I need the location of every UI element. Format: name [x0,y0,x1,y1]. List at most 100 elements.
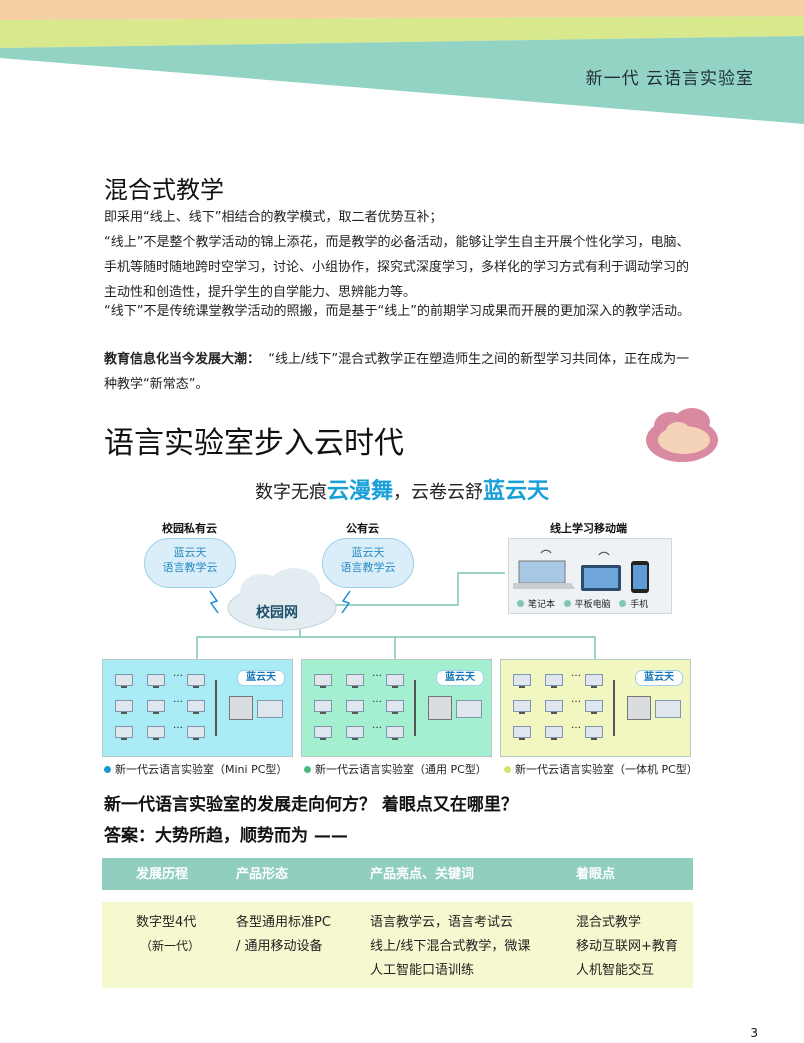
private-cloud-bubble: 蓝云天 语言教学云 [144,538,236,588]
lab-caption-3-text: 新一代云语言实验室（一体机 PC型） [515,763,698,776]
pc-icon [513,674,531,688]
pc-icon [147,726,165,740]
table-cell-focus-3: 人机智能交互 [576,963,655,978]
teacher-monitor-icon [456,700,482,718]
table-cell-focus-1: 混合式教学 [576,915,642,930]
cloud-decoration-icon [646,408,718,462]
pc-icon [386,726,404,740]
table-cell-stage: 数字型4代 [136,915,197,930]
lab-badge: 蓝云天 [436,670,484,686]
public-cloud-bubble-line2: 语言教学云 [340,561,396,574]
tagline-highlight-1: 云漫舞 [326,479,393,504]
question-heading: 新一代语言实验室的发展走向何方？ 着眼点又在哪里？ [104,795,518,815]
public-cloud-bubble-line1: 蓝云天 [351,546,385,559]
lab-ellipsis: … [173,694,183,705]
pc-icon [513,700,531,714]
paragraph-4: 教育信息化当今发展大潮： “线上/线下”混合式教学正在塑造师生之间的新型学习共同… [104,347,696,397]
lab-all-in-one-pc: 蓝云天 … … … [500,659,691,757]
table-header-stage: 发展历程 [136,867,189,882]
pc-icon [346,674,364,688]
private-cloud-bubble-line1: 蓝云天 [173,546,207,559]
pc-icon [187,674,205,688]
tagline-highlight-2: 蓝云天 [483,479,550,504]
lab-ellipsis: … [571,720,581,731]
pc-icon [314,674,332,688]
pc-icon [187,700,205,714]
public-cloud-bubble: 蓝云天 语言教学云 [322,538,414,588]
pc-icon [585,674,603,688]
public-cloud-label: 公有云 [346,522,379,535]
lab-ellipsis: … [173,720,183,731]
lab-bus-line [414,680,416,736]
device-dot-icon [563,600,571,607]
campus-network-label: 校园网 [256,605,298,621]
device-phone-label: 手机 [630,600,649,610]
page-number: 3 [750,1026,758,1040]
teacher-monitor-icon [655,700,681,718]
paragraph-4-bold: 教育信息化当今发展大潮： [104,352,261,367]
pc-icon [346,726,364,740]
pc-icon [386,674,404,688]
paragraph-4-rest: “线上/线下”混合式教学正在塑造师生之间的新型学习共同体，正在成为一种教学“新常… [104,352,690,392]
section-heading-cloud-era: 语言实验室步入云时代 [104,426,404,461]
lab-badge: 蓝云天 [237,670,285,686]
private-cloud-label: 校园私有云 [162,522,217,535]
device-legend: 笔记本 平板电脑 手机 [517,597,667,610]
table-cell-stage-sub: （新一代） [140,939,201,953]
table-header-form: 产品形态 [236,867,289,882]
paragraph-3: “线下”不是传统课堂教学活动的照搬，而是基于“线上”的前期学习成果而开展的更加深… [104,304,690,319]
lab-bus-line [215,680,217,736]
section-heading-blended-teaching: 混合式教学 [104,176,224,204]
teacher-station-icon [428,696,452,720]
tagline-part-1: 数字无痕 [254,482,327,503]
table-row [102,902,693,988]
lab-ellipsis: … [372,694,382,705]
caption-dot-icon [104,766,111,773]
pc-icon [346,700,364,714]
pc-icon [147,700,165,714]
private-cloud-bubble-line2: 语言教学云 [162,561,218,574]
table-cell-highlights-1: 语言教学云，语言考试云 [370,915,514,930]
table-cell-focus-2: 移动互联网+教育 [576,939,678,954]
teacher-station-icon [627,696,651,720]
mobile-terminal-label: 线上学习移动端 [550,522,627,535]
mobile-devices-box: 笔记本 平板电脑 手机 [508,538,672,614]
caption-dot-icon [504,766,511,773]
table-header-row [102,858,693,890]
teacher-station-icon [229,696,253,720]
lab-mini-pc: 蓝云天 … … … [102,659,293,757]
lab-caption-2: 新一代云语言实验室（通用 PC型） [304,761,487,777]
table-cell-form-1: 各型通用标准PC [236,915,331,930]
header-title: 新一代 云语言实验室 [585,69,754,89]
caption-dot-icon [304,766,311,773]
lab-ellipsis: … [571,668,581,679]
table-cell-form-2: / 通用移动设备 [236,939,323,954]
lab-standard-pc: 蓝云天 … … … [301,659,492,757]
table-cell-highlights-3: 人工智能口语训练 [370,963,475,978]
header-decoration [0,0,804,124]
table-header-highlights: 产品亮点、关键词 [370,867,475,882]
paragraph-1: 即采用“线上、线下”相结合的教学模式，取二者优势互补； [104,210,443,225]
device-laptop-label: 笔记本 [528,600,556,610]
lab-ellipsis: … [372,668,382,679]
lab-caption-1: 新一代云语言实验室（Mini PC型） [104,761,287,777]
device-dot-icon [619,600,627,607]
campus-network-cloud-icon [227,568,337,631]
pc-icon [314,700,332,714]
pc-icon [187,726,205,740]
lab-ellipsis: … [372,720,382,731]
pc-icon [147,674,165,688]
pc-icon [386,700,404,714]
pc-icon [545,700,563,714]
pc-icon [115,726,133,740]
pc-icon [115,674,133,688]
table-header-focus: 着眼点 [576,867,616,882]
pc-icon [545,674,563,688]
answer-heading: 答案：大势所趋，顺势而为 —— [104,826,348,846]
device-dot-icon [517,600,524,607]
lab-ellipsis: … [571,694,581,705]
pc-icon [545,726,563,740]
lab-caption-1-text: 新一代云语言实验室（Mini PC型） [115,763,288,776]
pc-icon [585,726,603,740]
paragraph-2: “线上”不是整个教学活动的锦上添花，而是教学的必备活动，能够让学生自主开展个性化… [104,235,690,300]
